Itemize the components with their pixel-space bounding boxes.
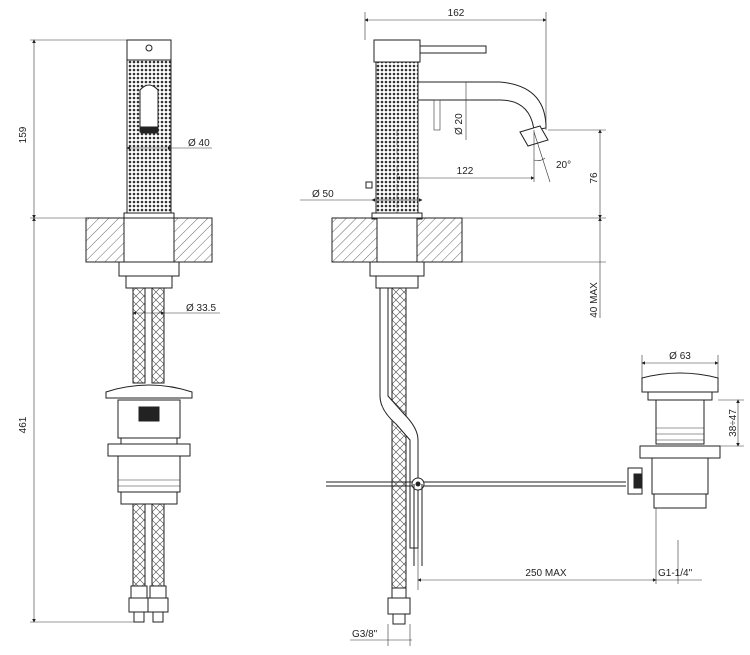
dim-hose-diameter: Ø 33.5 [186, 303, 216, 314]
dim-rod-length: 250 MAX [525, 568, 566, 579]
dim-spout-height: 76 [589, 172, 600, 184]
waste-view: Ø 63 38÷47 G1-1/4" [627, 351, 744, 584]
side-view: 162 Ø 20 122 20° 76 40 MAX Ø 50 250 MAX … [300, 8, 657, 646]
dim-deck-thickness: 40 MAX [589, 282, 600, 318]
dim-height-lower: 461 [18, 416, 29, 433]
dim-angle: 20° [556, 160, 571, 171]
dim-body-diameter: Ø 40 [188, 138, 210, 149]
dim-waste-thread: G1-1/4" [658, 568, 693, 579]
dim-waste-diameter: Ø 63 [669, 351, 691, 362]
dim-waste-range: 38÷47 [728, 409, 739, 437]
dim-base-diameter: Ø 50 [312, 189, 334, 200]
dim-width-top: 162 [448, 8, 465, 19]
dim-supply-thread: G3/8" [352, 629, 378, 640]
dim-height-upper: 159 [18, 126, 29, 143]
dim-spout-diameter: Ø 20 [454, 113, 465, 135]
dim-reach: 122 [457, 166, 474, 177]
lever-pin-icon [145, 44, 153, 52]
front-view: 159 461 Ø 40 Ø 33.5 [18, 39, 220, 623]
